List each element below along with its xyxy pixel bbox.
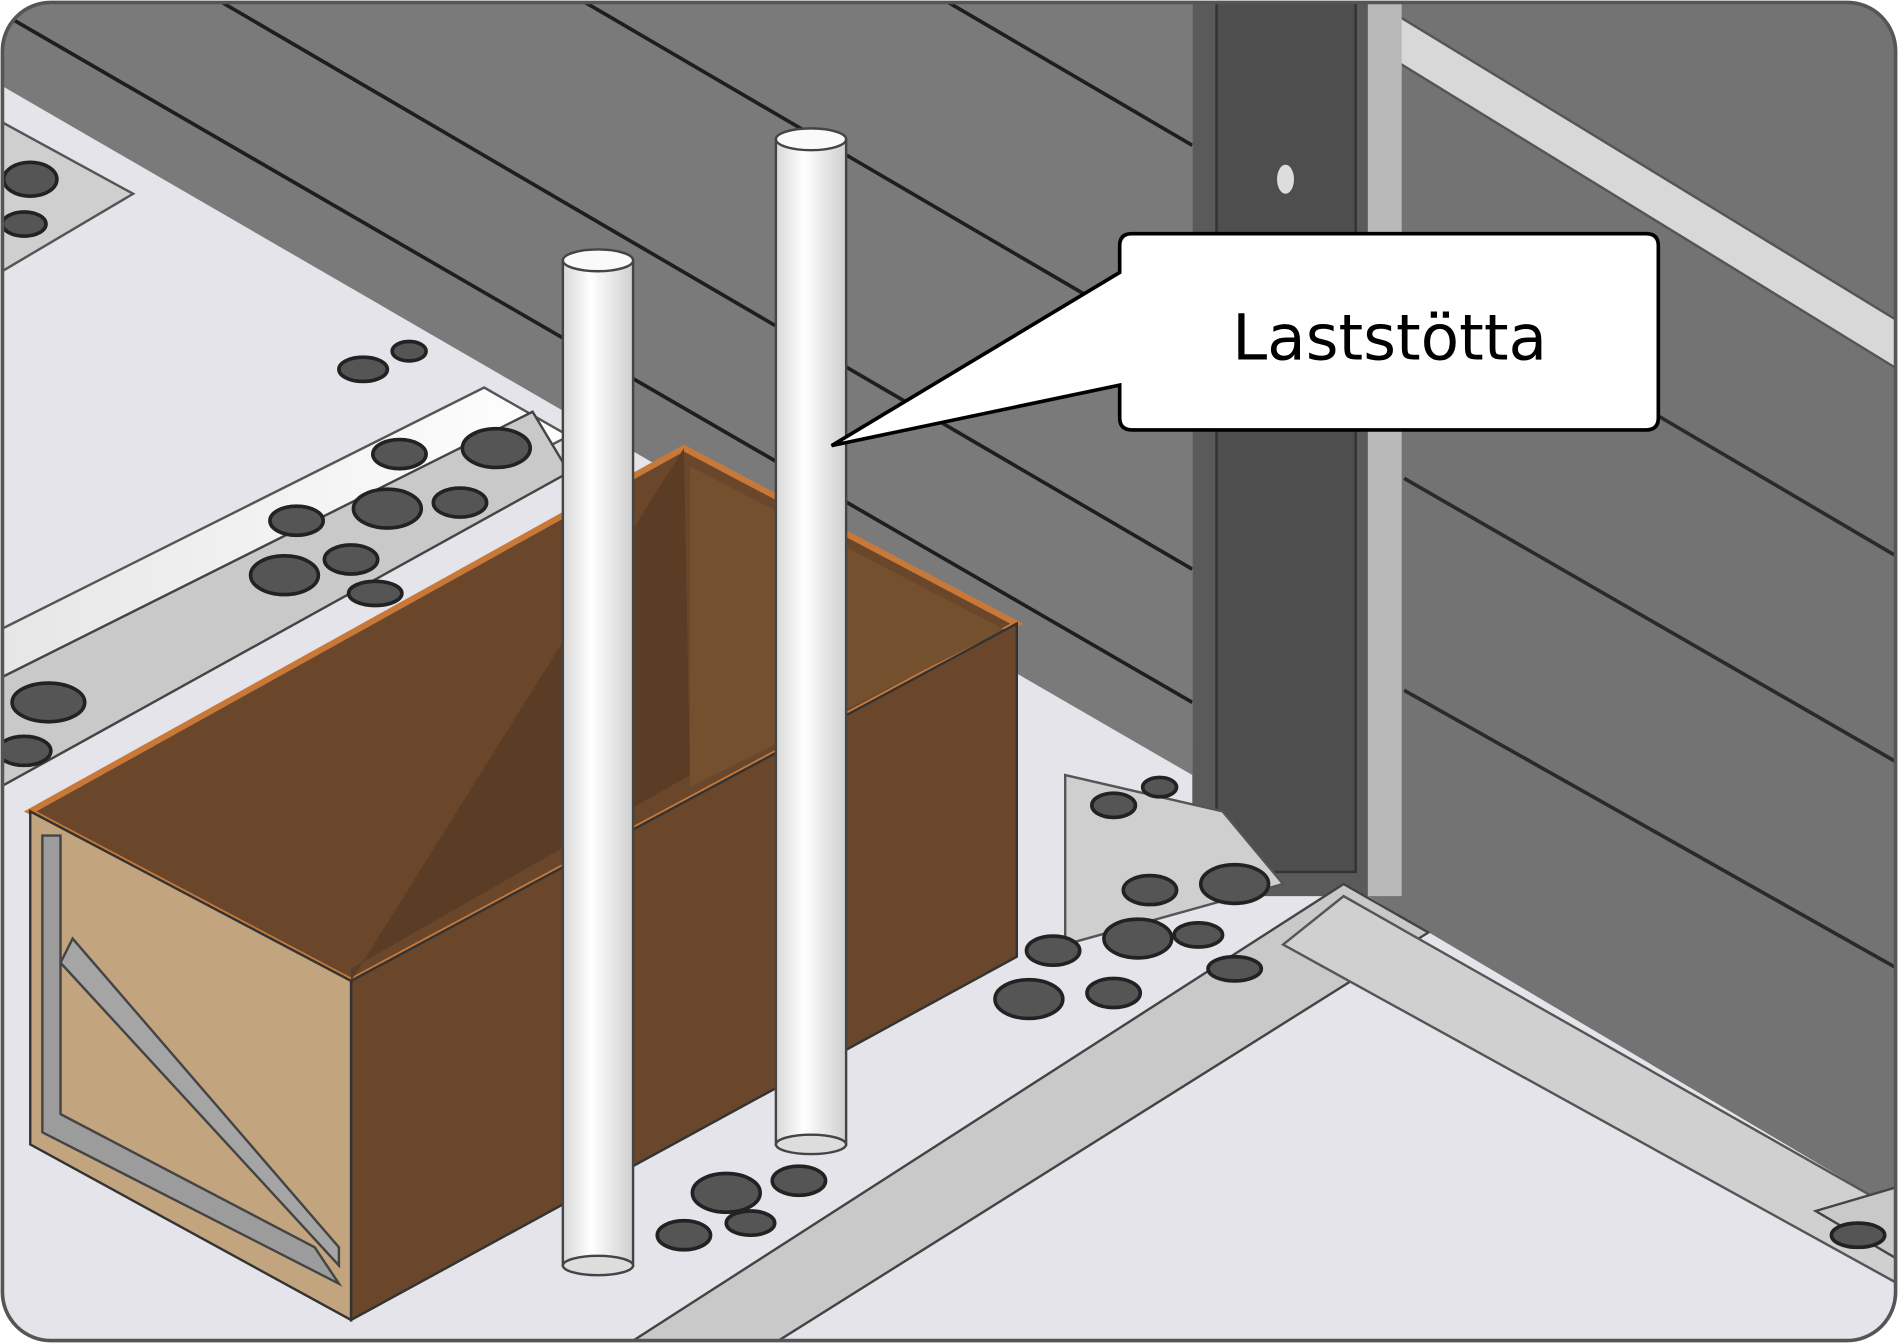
callout-bubble: Laststötta <box>830 231 1661 448</box>
callout-label: Laststötta <box>1232 302 1547 375</box>
rail-holes <box>2 160 1887 1252</box>
load-support-pole <box>561 248 635 1277</box>
floor-rail <box>2 119 1896 1341</box>
load-support-pole <box>774 127 848 1156</box>
